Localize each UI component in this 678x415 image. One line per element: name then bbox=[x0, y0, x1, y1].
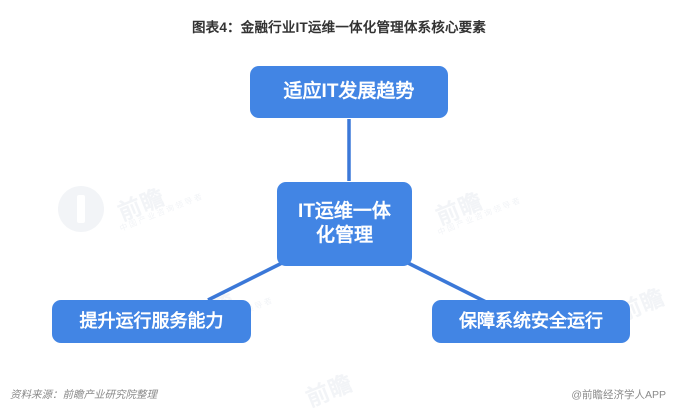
watermark-subtitle: 中国产业咨询领导者 bbox=[118, 191, 206, 234]
node-bottom-left[interactable]: 提升运行服务能力 bbox=[52, 300, 251, 343]
connector-center-left bbox=[207, 260, 285, 302]
node-center[interactable]: IT运维一体 化管理 bbox=[277, 182, 412, 266]
node-top[interactable]: 适应IT发展趋势 bbox=[250, 66, 448, 118]
node-bottom-left-label: 提升运行服务能力 bbox=[79, 310, 224, 331]
node-top-label: 适应IT发展趋势 bbox=[283, 80, 415, 102]
chart-title: 图表4：金融行业IT运维一体化管理体系核心要素 bbox=[191, 20, 487, 35]
node-center-label-line2: 化管理 bbox=[315, 225, 373, 246]
node-bottom-right[interactable]: 保障系统安全运行 bbox=[432, 300, 630, 343]
watermark-subtitle: 中国产业咨询领导者 bbox=[436, 195, 524, 238]
connector-center-right bbox=[405, 260, 487, 304]
node-bottom-right-label: 保障系统安全运行 bbox=[459, 310, 603, 331]
node-center-label-line1: IT运维一体 bbox=[298, 200, 391, 222]
watermark-brand: 前瞻 bbox=[302, 369, 357, 412]
brand-credit: @前瞻经济学人APP bbox=[571, 389, 666, 401]
source-note: 资料来源：前瞻产业研究院整理 bbox=[10, 389, 157, 401]
watermark-logo bbox=[58, 186, 104, 232]
node-center-label: IT运维一体 化管理 bbox=[287, 200, 402, 249]
